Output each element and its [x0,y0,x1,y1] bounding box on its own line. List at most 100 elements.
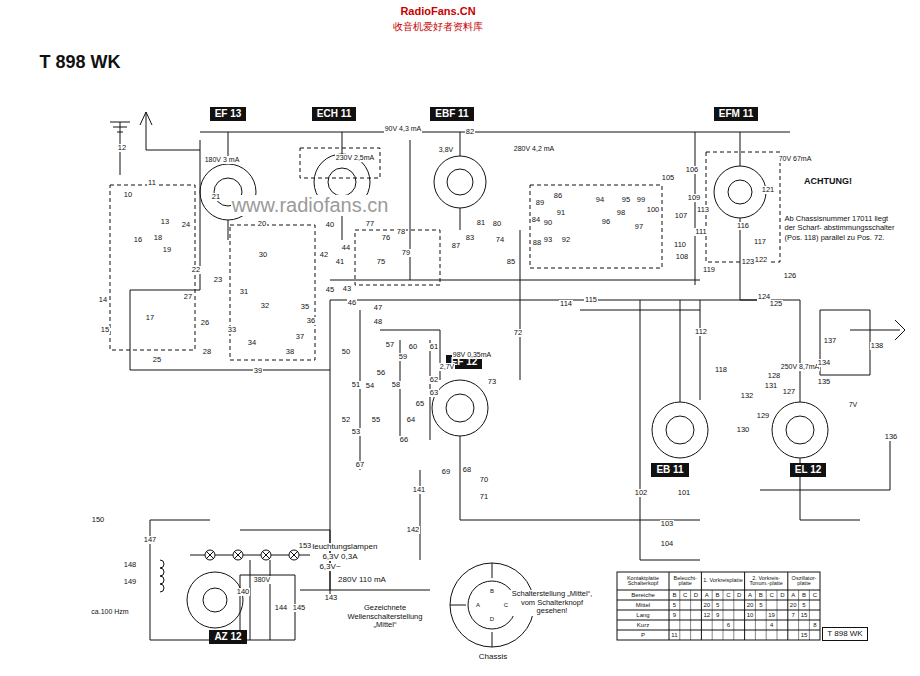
callout-number: 109 [687,194,702,202]
node-text: EF 13 [215,108,242,120]
schematic-line [160,560,164,592]
schematic-line [328,168,356,196]
table-cell: 20 [789,602,798,608]
table-header: Beleucht-platte [669,576,702,587]
table-cell: 4 [769,622,774,628]
schematic-line [669,572,788,640]
callout-number: 147 [143,536,158,544]
callout-number: 150 [91,516,106,524]
callout-number: 144 [274,604,289,612]
callout-number: 17 [145,314,155,322]
table-cell: 19 [767,612,776,618]
callout-number: 25 [152,356,162,364]
voltage-note: 380V [253,576,271,583]
callout-number: 106 [685,166,700,174]
tube-label: EF 13 [210,107,247,121]
table-cell: A [747,592,753,598]
callout-number: 50 [341,348,351,356]
schematic-line [714,166,766,218]
callout-number: 96 [601,218,611,226]
callout-number: 104 [660,540,675,548]
table-header: 2. Vorkreis-Tonum.-platte [744,576,788,587]
callout-number: 55 [371,416,381,424]
voltage-note: 98V 0,35mA [452,351,493,358]
lamps [190,550,310,560]
node-text: EFM 11 [719,108,753,120]
schematic-line [233,550,243,560]
callout-number: 67 [355,461,365,469]
callout-number: 70 [479,476,489,484]
schematic-line [200,132,790,166]
tube-symbols [187,154,828,628]
callout-number: 130 [736,426,751,434]
schematic-line [234,551,242,559]
voltage-note: 230V 2,5mA [335,154,376,161]
callout-number: 136 [884,433,899,441]
table-cell: B [801,592,807,598]
callout-number: 35 [300,303,310,311]
table-cell: C [725,592,731,598]
text-note: Beleuchtungslampen [302,543,379,551]
callout-number: 145 [292,604,307,612]
callout-number: 87 [451,242,461,250]
callout-number: 41 [335,258,345,266]
callout-number: 10 [123,191,133,199]
callout-number: 137 [823,337,838,345]
callout-number: 13 [160,218,170,226]
schematic-line [228,208,520,380]
watermark: www.radiofans.cn [231,195,390,216]
note-text: Ab Chassisnummer 17011 liegt der Scharf-… [784,214,901,242]
tube-label: EBF 11 [430,107,473,121]
schematic-line [666,416,694,444]
schematic-line [300,300,430,590]
text-note: 280V 110 mA [337,576,387,584]
callout-number: 84 [531,216,541,224]
callout-number: 111 [694,228,707,236]
schematic-line [330,132,760,300]
callout-number: 24 [181,221,191,229]
table-cell: B [715,592,721,598]
table-cell: 20 [746,602,755,608]
callout-number: 30 [258,251,268,259]
callout-number: 20 [257,220,267,228]
callout-number: 101 [677,489,692,497]
callout-number: 32 [260,302,270,310]
callout-number: 19 [162,246,172,254]
table-cell: 7 [791,612,796,618]
callout-number: 91 [556,209,566,217]
callout-number: 119 [702,266,716,274]
table-cell: C [768,592,774,598]
schematic-line [140,112,200,150]
table-cell: 8 [812,622,817,628]
table-cell: D [489,616,495,622]
callout-number: 90 [543,219,553,227]
table-cell: 5 [672,602,677,608]
callout-number: 79 [401,249,411,257]
table-cell: D [693,592,699,598]
table-cell: B [671,592,677,598]
table-cell: C [682,592,688,598]
schematic-line [230,225,315,360]
callout-number: 11 [147,179,157,187]
callout-number: 118 [714,366,728,374]
callout-number: 141 [412,486,427,494]
callout-number: 56 [376,369,386,377]
callout-number: 43 [342,285,352,293]
tube-label: EB 11 [651,463,688,477]
callout-number: 129 [756,412,771,420]
callout-number: 46 [347,299,357,307]
schematic-line [300,148,380,178]
table-cell: Mittel [635,602,651,608]
voltage-note: 90V 4,3 mA [384,125,423,132]
callout-number: 23 [213,276,223,284]
callout-number: 65 [415,400,425,408]
schematic-line [150,520,295,640]
callout-number: 27 [183,293,193,301]
wiring [110,112,905,640]
callout-number: 121 [761,186,776,194]
callout-number: 115 [584,296,598,304]
callout-number: 88 [532,239,542,247]
table-cell: A [704,592,710,598]
text-note: Schalterstellung „Mittel“, vom Schalterk… [509,590,596,616]
callout-number: 114 [559,300,573,308]
